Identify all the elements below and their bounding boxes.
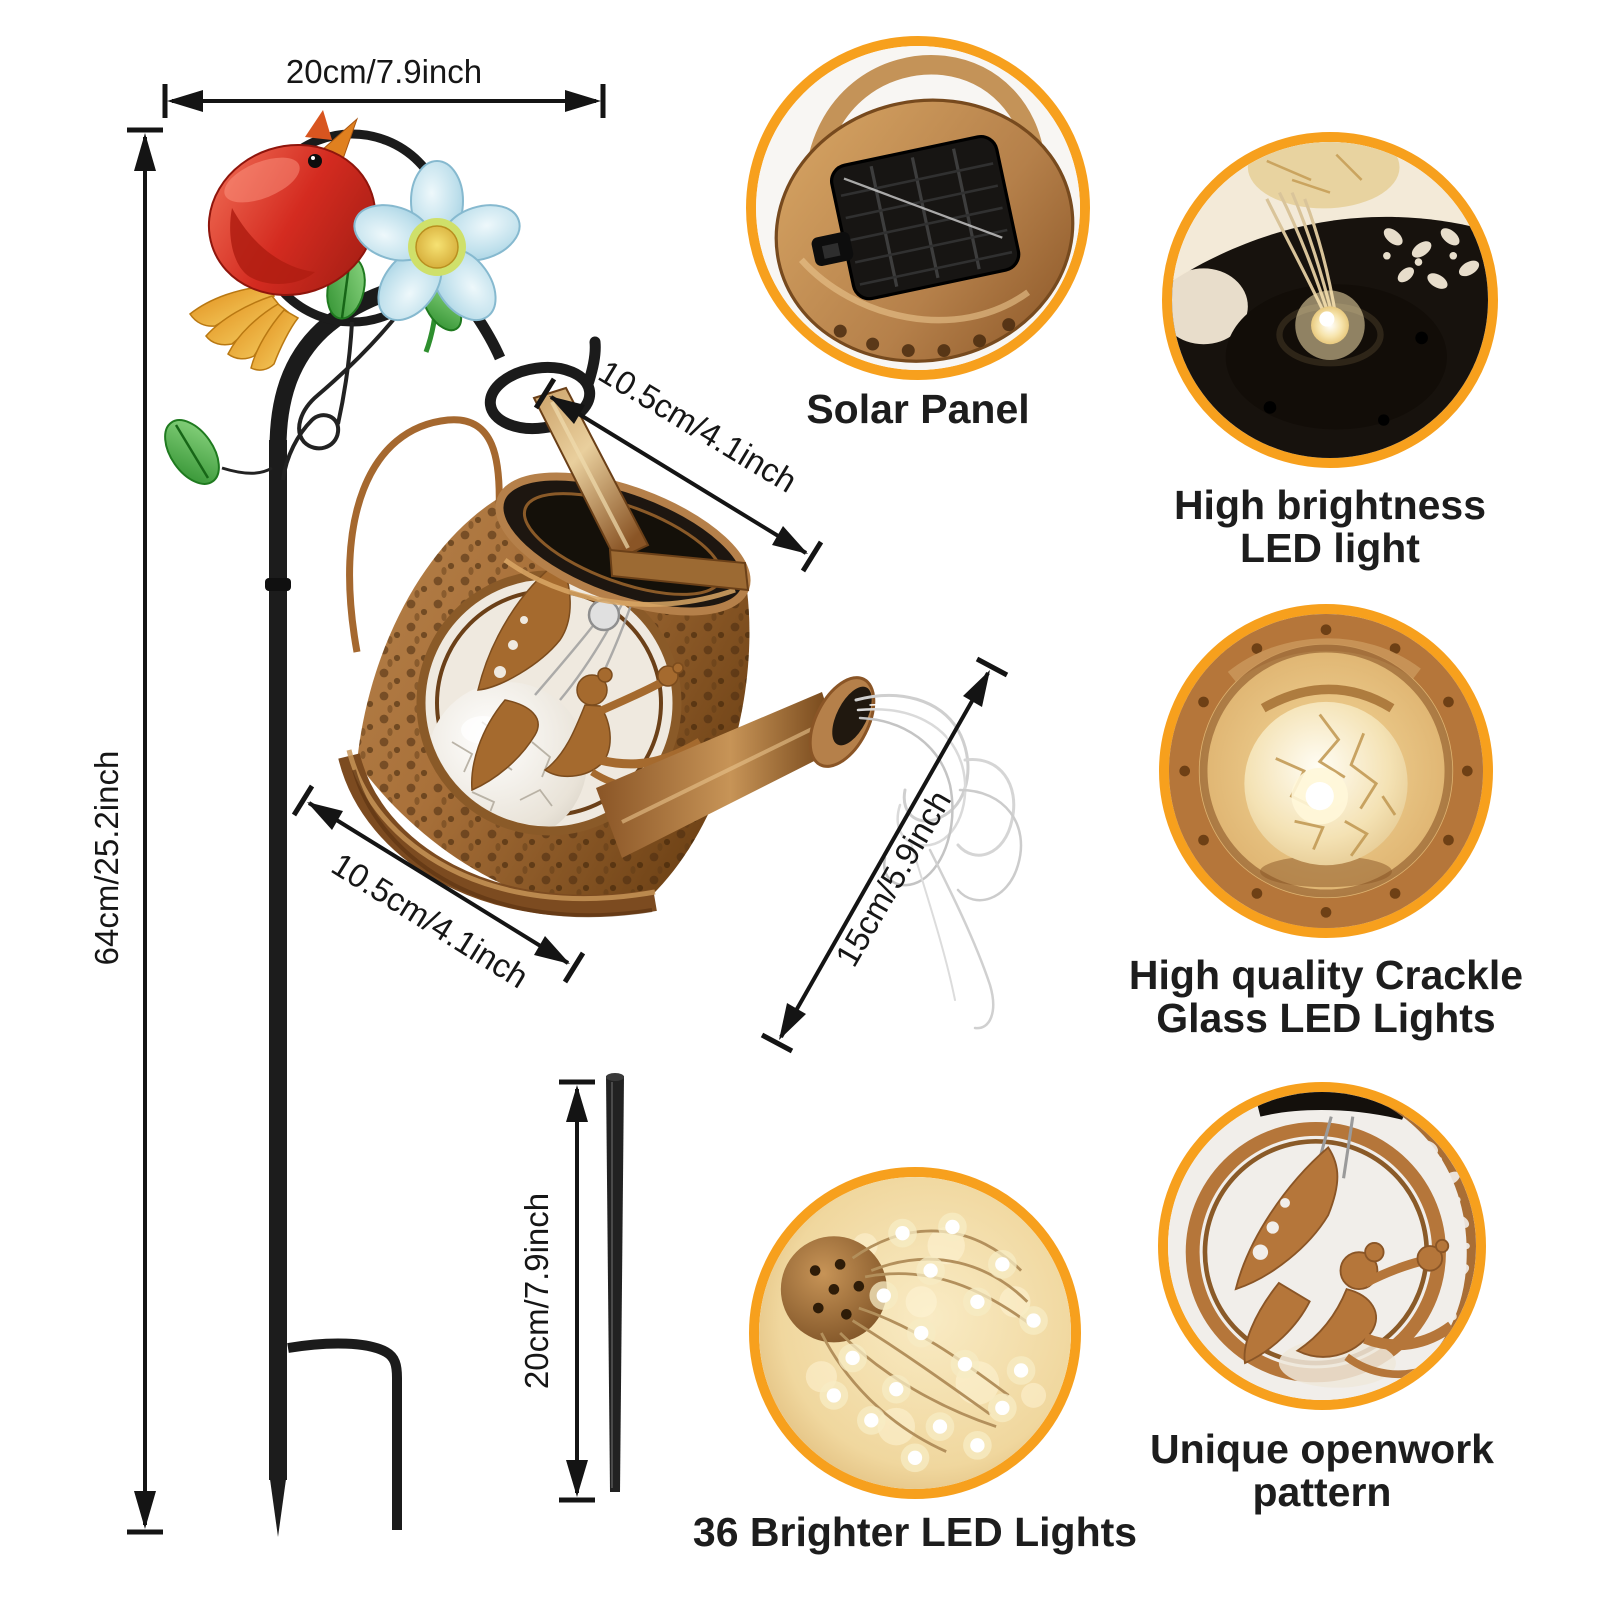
feature-solar-panel: Solar Panel — [668, 36, 1168, 431]
spout-opening — [832, 686, 872, 746]
dim-top-width: 20cm/7.9inch — [162, 53, 606, 118]
wing-hole1 — [494, 666, 506, 678]
lid-handle — [804, 55, 1045, 184]
lid-openwork — [833, 318, 1016, 358]
feature-caption-led36: 36 Brighter LED Lights — [665, 1511, 1165, 1554]
watering-can — [338, 386, 876, 918]
fairy-body — [543, 704, 611, 777]
solar-panel-photo — [746, 36, 1090, 380]
solar-cell — [811, 134, 1021, 301]
bird-ornament — [188, 110, 377, 371]
crackle-glass-photo — [1159, 604, 1493, 938]
pigtail-wire — [281, 283, 422, 481]
caption-line: pattern — [1252, 1468, 1392, 1515]
base-band-shadow — [352, 769, 653, 918]
rim-holes — [1179, 624, 1473, 918]
caption-line: Solar Panel — [806, 386, 1030, 432]
fairy-hair — [597, 667, 613, 683]
fairy-flower-petal — [1435, 1238, 1450, 1254]
crackle-ball-hint — [1247, 142, 1400, 209]
led-dots — [819, 1212, 1048, 1473]
thin-wire — [336, 321, 354, 425]
wing-hole2 — [508, 640, 518, 650]
bird-eye — [308, 154, 322, 168]
fairy-flower — [1416, 1245, 1444, 1272]
flower-ornament — [353, 160, 521, 321]
caption-line: 36 Brighter LED Lights — [692, 1509, 1138, 1555]
caption-line: Glass LED Lights — [1156, 994, 1496, 1041]
rim-front-lip — [503, 557, 736, 607]
fairy-flower-petal — [672, 662, 684, 674]
openwork-photo — [1158, 1082, 1486, 1410]
bird-crest — [305, 110, 332, 140]
glow-core — [1305, 781, 1334, 811]
leaf-wire — [221, 466, 273, 475]
fairy-flower — [657, 665, 679, 687]
bokeh — [805, 1226, 1047, 1446]
wire-bail-handle — [346, 416, 503, 653]
flower-center — [415, 225, 459, 269]
hook-tip — [582, 336, 601, 390]
led-wires — [1265, 191, 1338, 320]
fairy-wing-lower — [471, 699, 539, 792]
bird-eye-glint — [311, 156, 315, 160]
stake-joint — [265, 578, 291, 591]
caption-line: High brightness — [1173, 482, 1487, 528]
water-string-lights — [854, 693, 1023, 1030]
dim-water-stream-label: 15cm/5.9inch — [828, 784, 958, 972]
fairy-hair — [1364, 1241, 1385, 1263]
feature-led-36: 36 Brighter LED Lights — [665, 1167, 1165, 1554]
strap-top — [608, 548, 750, 592]
main-stake — [265, 278, 407, 1537]
dim-top-width-label: 20cm/7.9inch — [286, 53, 482, 90]
caption-line: High quality Crackle — [1128, 952, 1524, 998]
hook-loop — [484, 361, 596, 435]
feature-caption-solar: Solar Panel — [668, 388, 1168, 431]
wing-hole3 — [520, 616, 528, 624]
bird-highlight — [224, 157, 300, 203]
fairy-leg — [598, 738, 703, 769]
stake-point — [269, 1472, 287, 1537]
stake-pole — [269, 440, 287, 1480]
bird-wing — [230, 208, 315, 284]
dim-extension-stake-label: 20cm/7.9inch — [518, 1193, 555, 1389]
fairy-leg — [1363, 1321, 1455, 1351]
small-stake — [606, 1073, 624, 1492]
strap-highlight — [550, 401, 630, 549]
ground-prong — [287, 1338, 402, 1530]
dim-total-height: 64cm/25.2inch — [88, 127, 163, 1535]
led-photo — [1162, 132, 1498, 468]
lattice-right — [1383, 1092, 1476, 1400]
fairy-silhouette — [471, 558, 703, 793]
leaf-left-vein — [174, 424, 210, 479]
spout-highlight — [621, 724, 819, 824]
base-band-highlight — [346, 749, 656, 902]
flower-petals — [353, 160, 521, 321]
small-stake-top — [606, 1073, 624, 1081]
small-stake-pole — [606, 1076, 624, 1492]
dim-extension-stake: 20cm/7.9inch — [518, 1079, 595, 1503]
fairy-arm — [596, 678, 664, 716]
fairy-wing-lower — [1243, 1281, 1311, 1365]
dim-total-height-label: 64cm/25.2inch — [88, 751, 125, 966]
stake-neck — [269, 278, 407, 449]
led36-photo — [749, 1167, 1081, 1499]
caption-line: LED light — [1240, 524, 1420, 571]
disc-holes — [809, 1259, 865, 1320]
fairy-body — [1295, 1288, 1377, 1358]
bird-tail — [188, 285, 300, 371]
fairy-wing-upper — [477, 558, 571, 691]
caption-line: Unique openwork — [1150, 1426, 1494, 1472]
openwork-cutouts — [1172, 228, 1480, 345]
